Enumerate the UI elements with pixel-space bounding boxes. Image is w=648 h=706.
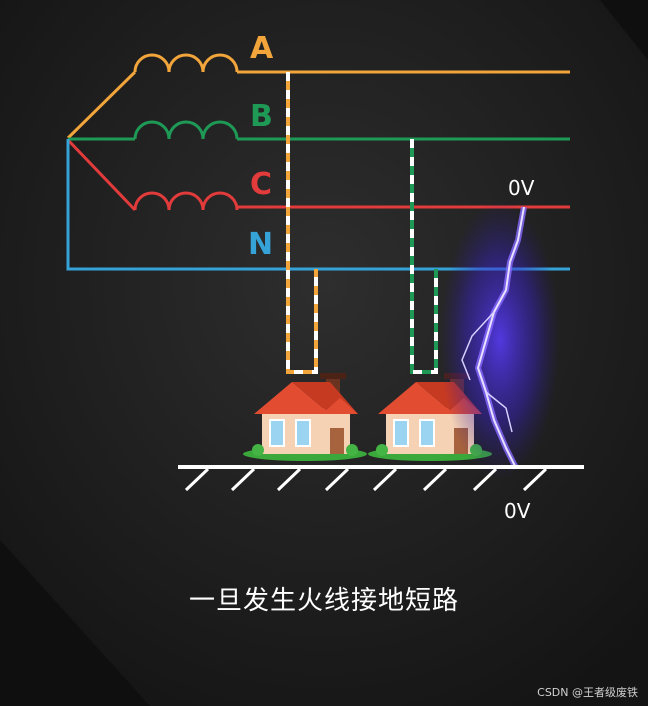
- corner-shade-bottom-left: [0, 540, 150, 706]
- label-phase-b: B: [250, 99, 273, 134]
- coil-c: [133, 191, 239, 211]
- ground-symbol: [178, 465, 584, 492]
- wire-c-star: [66, 138, 137, 212]
- label-neutral: N: [248, 227, 273, 262]
- coil-a: [133, 53, 239, 73]
- wire-neutral: [66, 139, 570, 271]
- drop-wire-house-1: [286, 72, 318, 374]
- caption: 一旦发生火线接地短路: [188, 586, 459, 616]
- corner-shade-top-right: [600, 0, 648, 60]
- coil-b: [133, 120, 239, 140]
- lightning-glow: [440, 200, 560, 480]
- voltage-label-ground: 0V: [504, 499, 531, 523]
- lightning-bolt: [461, 206, 527, 470]
- wire-a-star: [66, 70, 137, 140]
- house-1: [243, 373, 367, 461]
- label-phase-a: A: [250, 31, 274, 66]
- watermark: CSDN @王者级废铁: [537, 686, 638, 699]
- drop-wire-house-2: [410, 139, 438, 374]
- voltage-label-line: 0V: [508, 176, 535, 200]
- label-phase-c: C: [250, 167, 272, 202]
